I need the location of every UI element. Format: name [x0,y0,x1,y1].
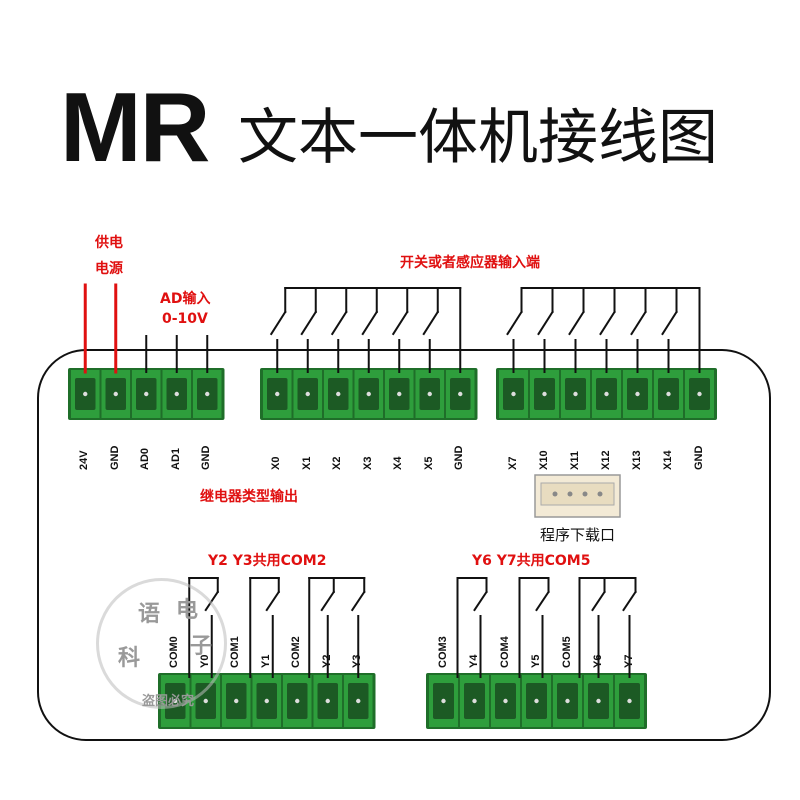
ad-input-label-1: AD输入 [160,291,211,307]
watermark-seal [96,578,227,709]
terminal-label: X5 [422,456,435,470]
wire [568,310,585,336]
terminal-label: X3 [361,456,374,470]
power-label-2: 电源 [95,261,123,277]
wire [300,310,318,336]
terminal-label: X13 [630,450,643,470]
power-ad-connector [68,368,225,420]
y6y7-common-label: Y6 Y7共用COM5 [472,553,591,569]
terminal-label: AD1 [169,447,182,470]
terminal-label: X10 [537,450,550,470]
terminal-label: Y1 [259,654,272,668]
terminal-label: Y7 [622,654,635,668]
terminal-label: COM1 [229,636,242,668]
terminal-label: X1 [300,456,313,470]
relay-output-label: 继电器类型输出 [200,489,298,505]
wire [591,590,606,612]
wire [422,310,440,336]
input-a-connector [260,368,478,420]
program-port-connector [534,474,621,518]
wire [473,590,488,612]
terminal-label: X12 [599,450,612,470]
terminal-label: X11 [568,451,581,470]
terminal-label: X7 [506,456,519,470]
terminal-label: AD0 [139,447,152,470]
wire [506,310,523,336]
terminal-label: COM3 [436,636,449,668]
program-port-label: 程序下载口 [540,526,616,544]
terminal-label: Y2 [320,654,333,668]
terminal-label: GND [453,445,466,470]
wire [330,310,348,336]
terminal-label: Y5 [529,654,542,668]
terminal-label: COM2 [290,636,303,668]
terminal-label: Y4 [467,654,480,668]
wire [661,310,678,336]
wire [361,310,379,336]
wire [535,590,550,612]
output-b-connector [426,673,647,729]
watermark-char: 电 [176,598,199,623]
wire [622,590,637,612]
watermark-char: 科 [118,646,141,671]
output-a-connector [158,673,376,729]
terminal-label: X14 [661,450,674,470]
terminal-label: COM4 [498,636,511,668]
terminal-label: 24V [78,450,91,470]
board-outline [37,349,771,741]
watermark-char: 子 [190,634,213,659]
wire [537,310,554,336]
wire [599,310,616,336]
input-b-connector [496,368,717,420]
wire [320,590,336,612]
terminal-label: Y6 [591,654,604,668]
y2y3-common-label: Y2 Y3共用COM2 [208,553,327,569]
terminal-label: GND [108,445,121,470]
title-main: MR [60,72,210,182]
terminal-label: COM5 [560,636,573,668]
terminal-label: GND [200,445,213,470]
terminal-label: X0 [270,456,283,470]
terminal-label: X2 [331,456,344,470]
watermark-bottom: 盗图必究 [142,694,195,709]
terminal-label: X4 [392,456,405,470]
ad-input-label-2: 0-10V [162,311,208,327]
terminal-label: GND [692,445,705,470]
wire [269,310,287,336]
power-label-1: 供电 [95,235,123,251]
watermark-char: 语 [138,602,161,627]
switch-input-label: 开关或者感应器输入端 [400,255,540,271]
wire [630,310,647,336]
wire [350,590,366,612]
wire [391,310,409,336]
terminal-label: Y3 [351,654,364,668]
wire [265,590,281,612]
title-sub: 文本一体机接线图 [238,103,718,173]
